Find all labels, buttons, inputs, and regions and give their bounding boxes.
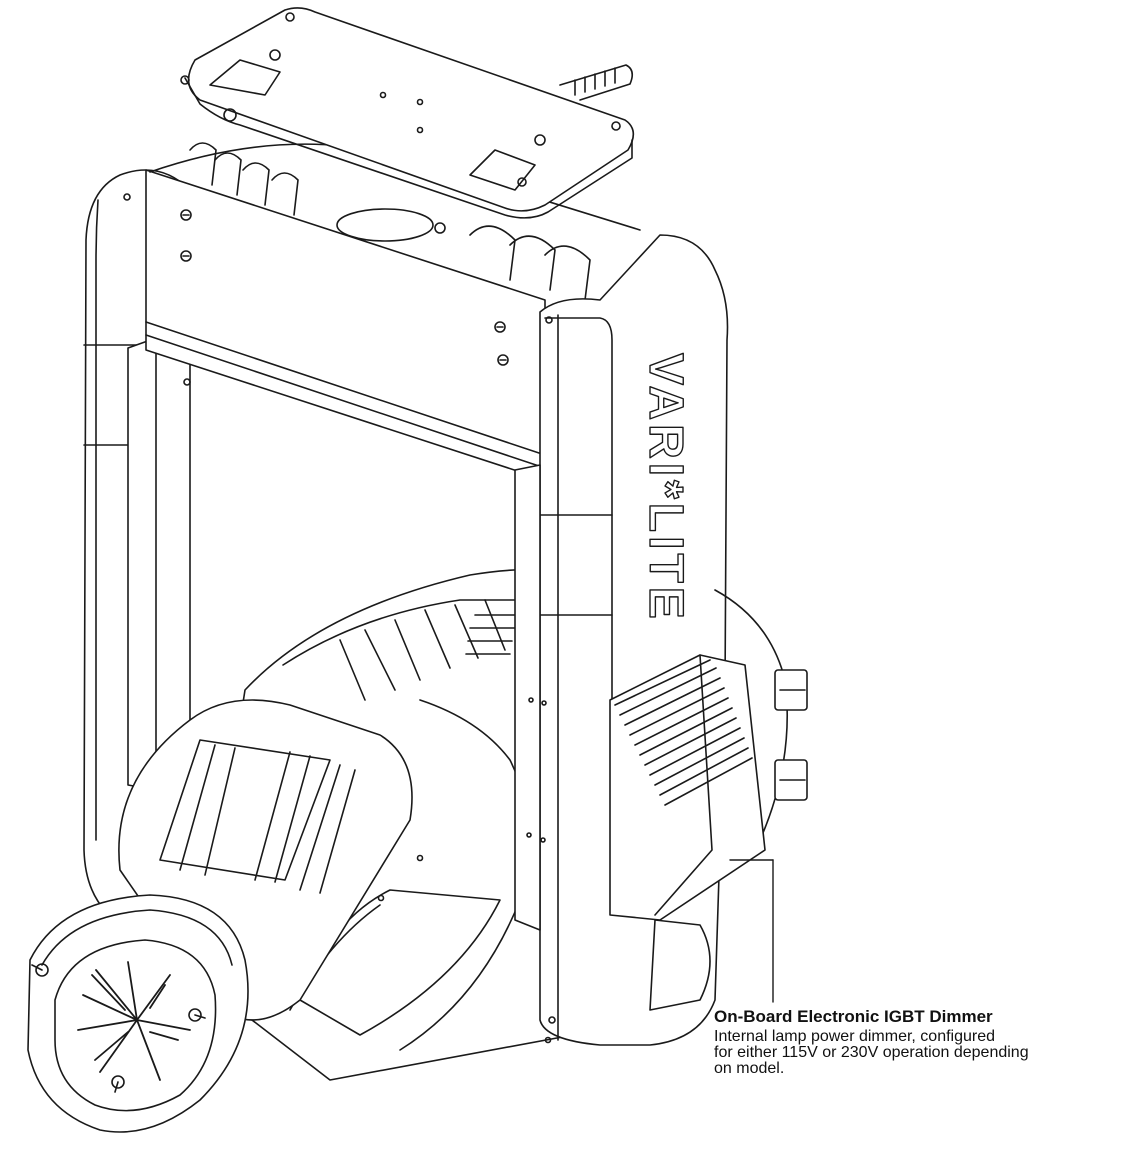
front-star-emblem-icon — [77, 961, 191, 1081]
dimmer-callout: On-Board Electronic IGBT Dimmer Internal… — [714, 1007, 1134, 1077]
brand-mark: VARI*LITE — [639, 353, 692, 623]
top-cooling-ribs — [189, 142, 591, 301]
callout-description: Internal lamp power dimmer, configured f… — [714, 1028, 1029, 1077]
mounting-plate — [180, 7, 635, 219]
tilt-handle — [714, 589, 808, 841]
igbt-dimmer-heatsink — [609, 654, 766, 1011]
callout-leader-line — [729, 859, 774, 1003]
front-lens-nose — [27, 894, 249, 1133]
right-yoke-arm — [514, 234, 729, 1046]
callout-title: On-Board Electronic IGBT Dimmer — [714, 1007, 993, 1026]
